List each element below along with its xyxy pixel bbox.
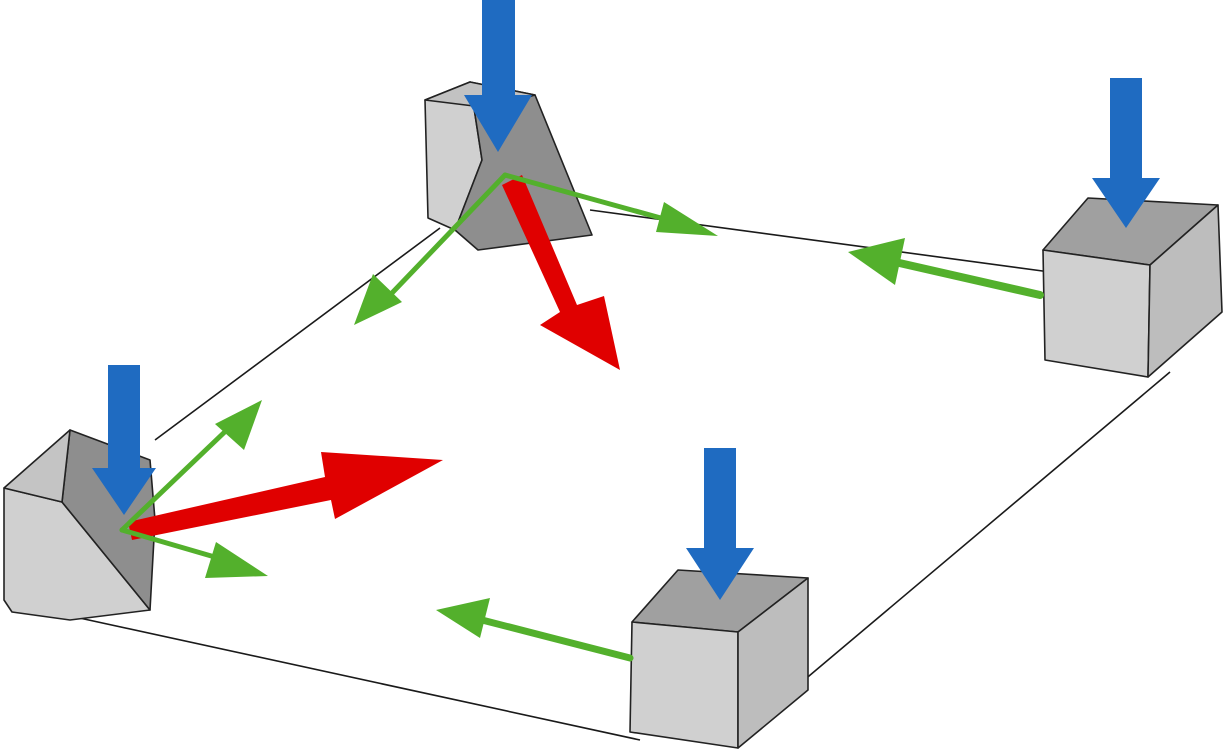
block-support-front (629, 569, 809, 749)
component-arrow-left-up (119, 400, 262, 533)
reaction-arrow-left (128, 452, 443, 540)
component-arrow-back-left (354, 172, 508, 325)
vertical-load-arrow-back (464, 0, 532, 152)
component-arrow-back-right (502, 172, 718, 236)
wedge-left-top-face (3, 429, 71, 503)
vertical-load-arrow-front (686, 448, 754, 600)
wedge-support-left (3, 429, 156, 621)
vertical-load-arrows (92, 0, 1160, 600)
reaction-arrow-back (502, 175, 620, 370)
block-front-side-face (737, 577, 809, 749)
vertical-load-arrow-left (92, 365, 156, 515)
vertical-load-arrow-right (1092, 78, 1160, 228)
component-arrow-right-block (848, 238, 1044, 299)
reaction-arrows (128, 175, 620, 540)
block-front-front-face (629, 621, 739, 749)
component-arrows (119, 172, 1044, 662)
block-support-right (1042, 197, 1223, 378)
block-right-side-face (1147, 204, 1223, 378)
block-right-front-face (1042, 249, 1151, 378)
component-arrow-left-down (119, 527, 268, 578)
component-arrow-front-block (436, 598, 634, 662)
